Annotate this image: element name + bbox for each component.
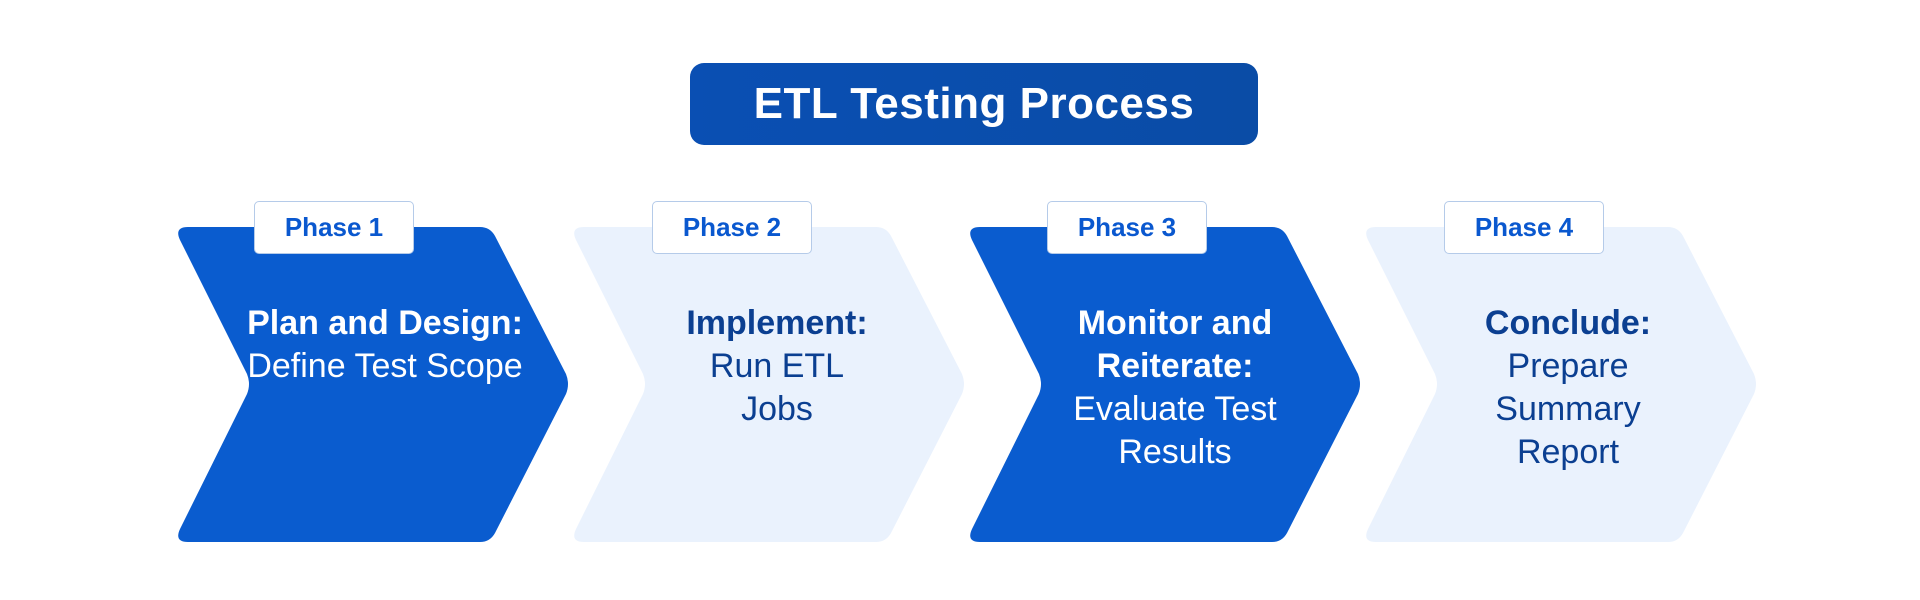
phase-1-arrow (178, 227, 568, 542)
phase-3-tag-label: Phase 3 (1077, 212, 1177, 242)
phase-4-description: Prepare Summary Report (1495, 347, 1641, 471)
phase-2-tag: Phase 2 (652, 201, 812, 254)
phase-2-tag-label: Phase 2 (682, 212, 782, 242)
page-title: ETL Testing Process (753, 79, 1195, 128)
phase-3-description: Evaluate Test Results (1073, 390, 1277, 471)
phase-1-tag-label: Phase 1 (284, 212, 384, 242)
phase-4-content: Conclude: Prepare Summary Report (1418, 302, 1718, 474)
phase-3-heading: Monitor and Reiterate: (1077, 304, 1273, 385)
phase-4-heading: Conclude: (1484, 304, 1652, 342)
phase-2-arrow (574, 227, 964, 542)
phase-1-description: Define Test Scope (247, 347, 523, 385)
phase-1-heading: Plan and Design: (247, 304, 523, 342)
phase-3-arrow (970, 227, 1360, 542)
phase-3-content: Monitor and Reiterate: Evaluate Test Res… (1025, 302, 1325, 474)
phase-2-content: Implement: Run ETL Jobs (627, 302, 927, 431)
phase-1-content: Plan and Design: Define Test Scope (235, 302, 535, 388)
phase-2-description: Run ETL Jobs (709, 347, 845, 428)
phase-2-heading: Implement: (686, 304, 868, 342)
phase-4-tag-label: Phase 4 (1474, 212, 1574, 242)
phase-4-arrow (1366, 227, 1756, 542)
phase-1-tag: Phase 1 (254, 201, 414, 254)
title-banner: ETL Testing Process (690, 63, 1258, 145)
phase-4-tag: Phase 4 (1444, 201, 1604, 254)
phase-3-tag: Phase 3 (1047, 201, 1207, 254)
